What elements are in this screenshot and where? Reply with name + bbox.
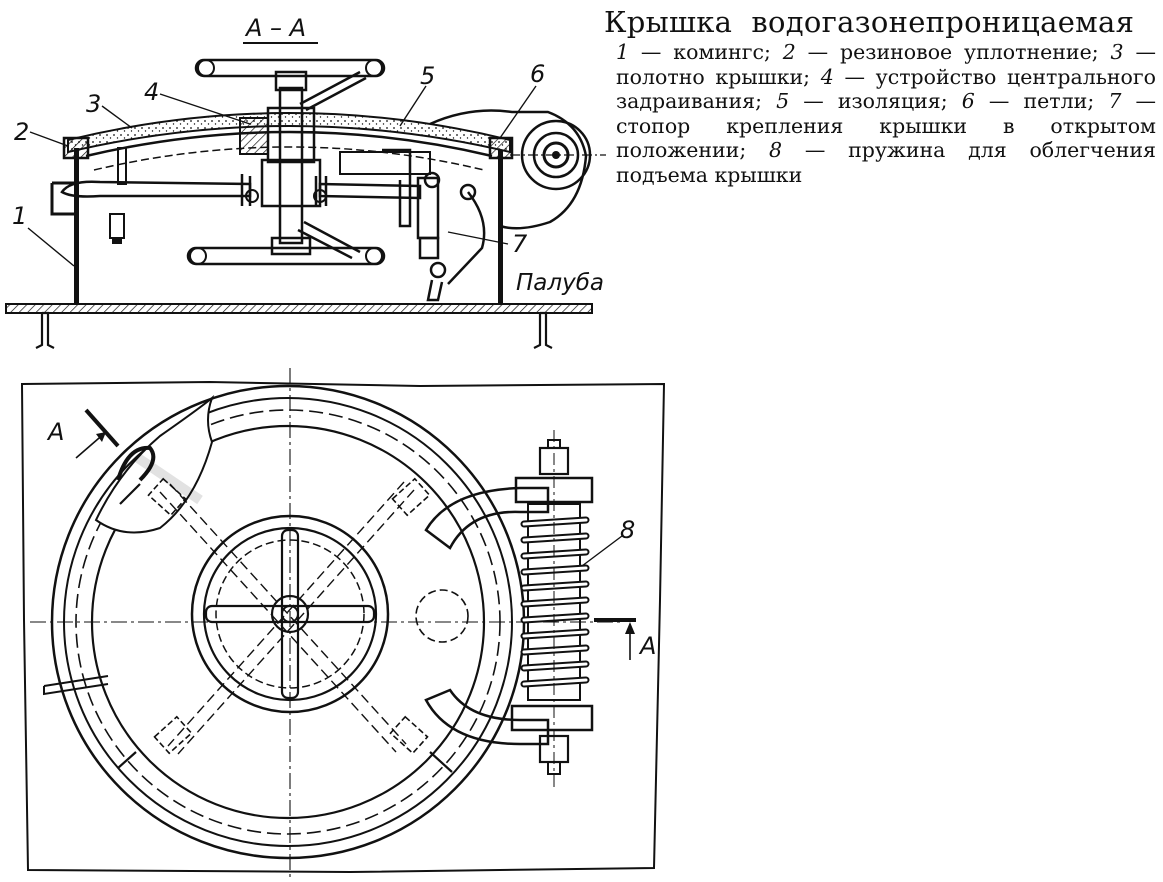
plan-view: А А 8 — [20, 368, 666, 878]
section-marker-lower: А — [594, 618, 656, 660]
legend-item-3: 3 — полотно крышки; — [616, 40, 1156, 89]
section-view: А – А Палуба — [5, 14, 606, 349]
title-word-2: водогазо — [751, 5, 889, 39]
callout-4: 4 — [144, 78, 159, 106]
hinges — [429, 109, 606, 230]
central-dogging-device — [239, 70, 328, 256]
legend-item-2: 2 — резиновое уплотнение; — [782, 40, 1099, 64]
section-marker-label-upper: А — [46, 418, 64, 446]
hidden-boss — [415, 589, 469, 643]
callout-1: 1 — [12, 202, 27, 230]
deck-plate — [5, 303, 593, 349]
caption-title: Крышка водогазонепроницаемая — [604, 4, 1160, 40]
central-handwheel — [190, 514, 390, 714]
legend-item-7: 7 — стопор крепления крышки в открытом п… — [616, 89, 1156, 162]
title-word-1: Крышка — [604, 5, 733, 39]
legend-item-1: 1 — комингс; — [616, 40, 771, 64]
caption-legend: 1 — комингс; 2 — резиновое уплотнение; 3… — [616, 40, 1156, 187]
section-title: А – А — [244, 14, 306, 42]
callout-5: 5 — [420, 62, 435, 90]
title-word-3: непроницаемая — [888, 5, 1135, 39]
callout-7: 7 — [512, 230, 528, 258]
edge-tab — [43, 675, 109, 696]
coaming — [50, 148, 503, 304]
upper-handwheel — [194, 58, 386, 112]
rubber-seal-left — [62, 136, 90, 160]
clamp-arms — [117, 477, 453, 773]
section-callouts: 2 3 4 5 6 1 7 — [12, 60, 545, 267]
legend-item-8: 8 — пружина для облегчения подъема крышк… — [616, 138, 1156, 187]
lower-handwheel — [186, 220, 386, 266]
section-marker-label-lower: А — [638, 632, 656, 660]
callout-6: 6 — [530, 60, 545, 88]
legend-item-4: 4 — устройство центрального задраивания; — [616, 64, 1156, 114]
deck-label: Палуба — [516, 270, 604, 296]
deck-outline — [20, 380, 666, 874]
callout-2: 2 — [14, 118, 29, 146]
callout-8: 8 — [620, 516, 635, 544]
rubber-seal-right — [488, 136, 514, 160]
lift-spring — [510, 430, 594, 790]
legend-item-6: 6 — петли; — [961, 89, 1095, 113]
plan-hinge-arms — [424, 486, 550, 746]
caption: Крышка водогазонепроницаемая 1 — комингс… — [604, 4, 1160, 187]
open-position-stopper — [339, 148, 486, 302]
section-marker-upper: А — [46, 408, 120, 459]
legend-item-5: 5 — изоляция; — [776, 89, 948, 113]
callout-3: 3 — [86, 90, 101, 118]
cutaway — [94, 394, 215, 534]
